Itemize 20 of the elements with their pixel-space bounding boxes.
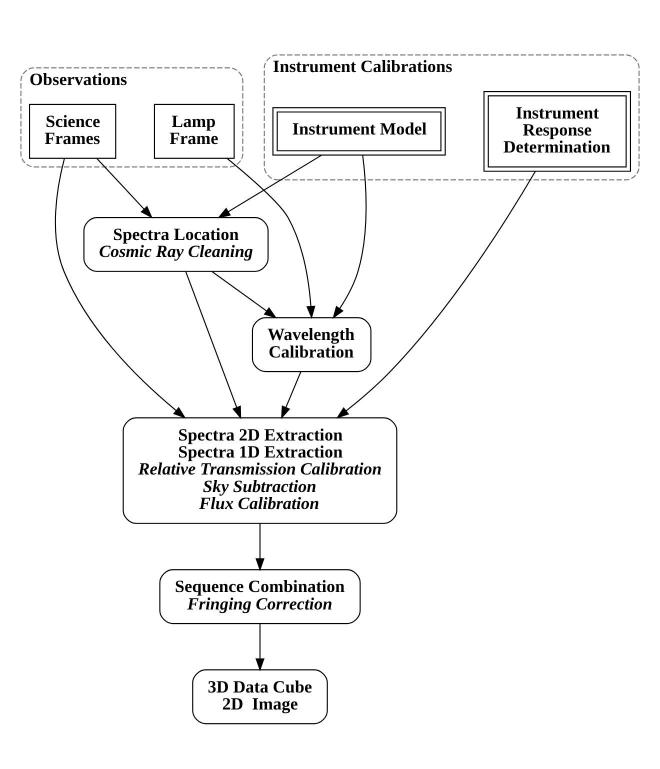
arrow <box>218 154 322 218</box>
arrow <box>54 158 186 418</box>
arrow <box>226 157 316 318</box>
node-box: Spectra 2D Extraction Spectra 1D Extraction Relative Transmission Calibration Sky Subtraction Flux Calibration <box>122 416 398 524</box>
arrow <box>255 523 265 571</box>
node-box: Lamp Frame <box>154 103 235 158</box>
arrow <box>185 270 242 419</box>
arrow <box>336 170 536 418</box>
arrow <box>96 158 153 218</box>
node-box: Sequence Combination Fringing Correction <box>159 568 361 624</box>
node-box: 3D Data Cube 2D Image <box>192 668 328 724</box>
arrow <box>332 154 367 318</box>
arrow <box>255 623 265 671</box>
node-box: Wavelength Calibration <box>252 316 372 372</box>
node-box: Instrument Response Determination <box>483 90 631 172</box>
node-box: Instrument Model <box>272 106 446 156</box>
arrow <box>281 370 302 419</box>
node-box: Spectra Location Cosmic Ray Cleaning <box>83 216 269 272</box>
node-box: Science Frames <box>29 103 116 158</box>
arrow <box>212 270 277 318</box>
